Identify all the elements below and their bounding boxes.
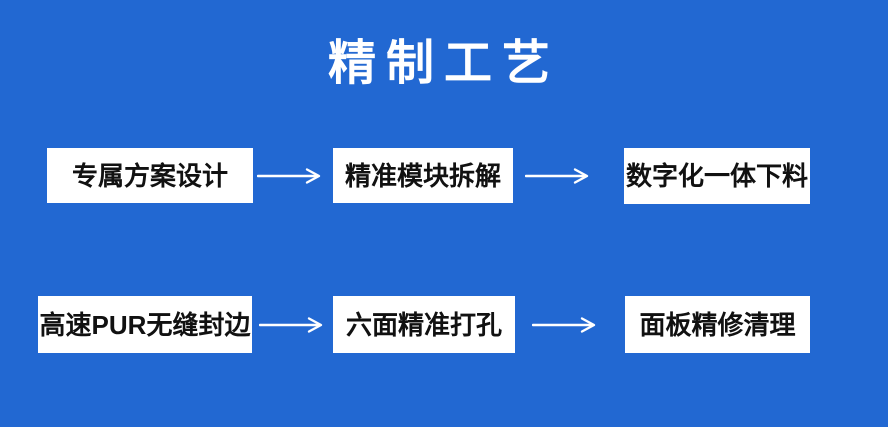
arrow-right-icon [525, 168, 589, 184]
flow-step-module-split: 精准模块拆解 [333, 148, 513, 203]
arrow-right-icon [532, 317, 596, 333]
flow-step-digital-cutting: 数字化一体下料 [624, 148, 810, 204]
arrow-right-icon [257, 168, 321, 184]
arrow-right-icon [259, 317, 323, 333]
flow-step-design: 专属方案设计 [47, 148, 253, 203]
flow-step-pur-edge-banding: 高速PUR无缝封边 [38, 296, 252, 353]
page-title: 精制工艺 [327, 37, 560, 90]
flow-step-panel-cleanup: 面板精修清理 [625, 296, 810, 353]
flow-step-six-side-drilling: 六面精准打孔 [333, 296, 515, 353]
